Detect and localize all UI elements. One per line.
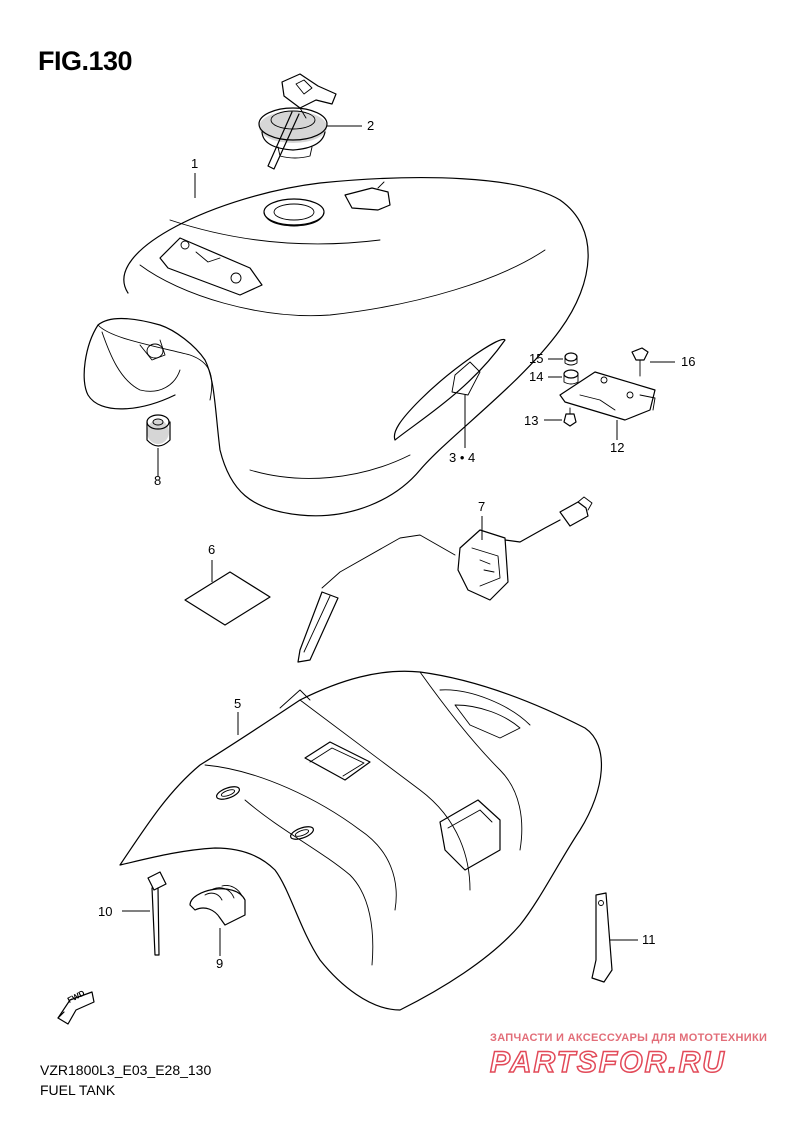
callout-12: 12 [610, 440, 625, 455]
watermark-logo: PARTSFOR.RU [489, 1045, 726, 1080]
figure-title: FIG.130 [38, 46, 133, 76]
leader-lines [122, 125, 675, 956]
callout-3-4: 3 • 4 [449, 450, 476, 465]
callout-14: 14 [529, 369, 544, 384]
callout-13: 13 [524, 413, 539, 428]
callout-2: 2 [367, 118, 375, 133]
strap-drawing [591, 892, 613, 983]
callout-7: 7 [478, 499, 486, 514]
grommet-drawing [146, 414, 171, 447]
model-code: VZR1800L3_E03_E28_130 [40, 1062, 212, 1078]
fwd-arrow-icon [57, 991, 95, 1025]
fuel-cap-drawing [258, 73, 337, 170]
callout-9: 9 [216, 956, 224, 971]
clamp-drawing [189, 885, 246, 926]
cable-tie-drawing [147, 871, 167, 956]
callout-8: 8 [154, 473, 162, 488]
label-sheet-drawing [184, 571, 271, 626]
watermark-tagline: ЗАПЧАСТИ И АКСЕССУАРЫ ДЛЯ МОТОТЕХНИКИ [490, 1032, 768, 1044]
fuel-tank-drawing [83, 177, 589, 517]
tank-cover-drawing [119, 670, 602, 1011]
callout-15: 15 [529, 351, 544, 366]
callout-10: 10 [98, 904, 113, 919]
callout-16: 16 [681, 354, 696, 369]
section-name: FUEL TANK [40, 1082, 116, 1098]
bracket-drawing [559, 347, 656, 427]
callout-5: 5 [234, 696, 242, 711]
callout-6: 6 [208, 542, 216, 557]
fuel-level-sender-drawing [297, 496, 593, 663]
callout-11: 11 [642, 932, 656, 947]
callout-1: 1 [191, 156, 199, 171]
